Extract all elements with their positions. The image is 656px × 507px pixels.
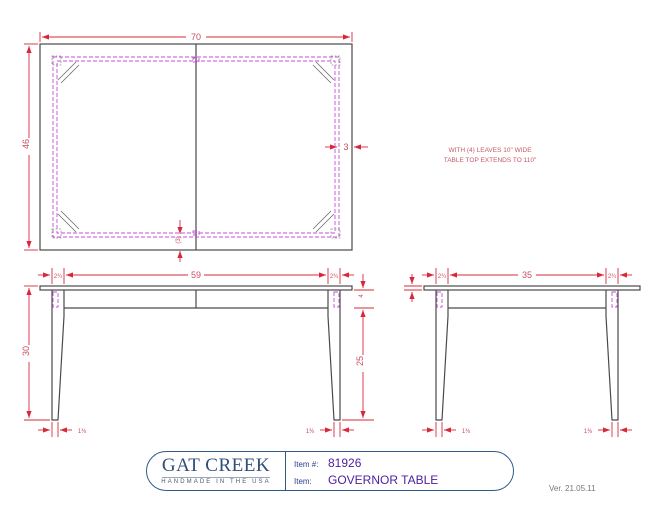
dim-side-foot-right: 1⅜ xyxy=(584,429,593,435)
side-view: 2¾ 35 2¾ 1⅜ 1⅜ xyxy=(404,268,641,437)
item-name-row: Item: GOVERNOR TABLE xyxy=(294,473,513,490)
dim-side-foot-left: 1⅜ xyxy=(462,429,471,435)
version-label: Ver. 21.05.11 xyxy=(549,484,596,493)
dim-apron-height: 4 xyxy=(359,294,365,298)
dim-side-between-legs: 35 xyxy=(522,270,532,280)
item-name-value: GOVERNOR TABLE xyxy=(328,473,439,487)
item-number-row: Item #: 81926 xyxy=(294,456,513,473)
dim-front-leg-left: 2¾ xyxy=(54,274,63,280)
dim-overall-length: 70 xyxy=(191,32,201,42)
dim-overall-width: 46 xyxy=(21,139,31,149)
top-view: 70 46 3 (3) xyxy=(21,32,368,262)
brand-tagline: HANDMADE IN THE USA xyxy=(161,479,271,485)
item-number-value: 81926 xyxy=(328,456,362,470)
dim-side-leg-right: 2¾ xyxy=(608,274,617,280)
dim-front-leg-right: 2¾ xyxy=(330,274,339,280)
brand-logo: GAT CREEK HANDMADE IN THE USA xyxy=(147,452,286,490)
title-block: GAT CREEK HANDMADE IN THE USA Item #: 81… xyxy=(146,451,514,491)
note-leaves: WITH (4) LEAVES 10" WIDE xyxy=(448,147,532,154)
dim-side-leg-left: 2¾ xyxy=(438,274,447,280)
dim-leg-below-apron: 25 xyxy=(355,356,365,366)
dim-apron-inset: 3 xyxy=(343,142,348,152)
dim-front-height: 30 xyxy=(21,346,31,356)
item-number-label: Item #: xyxy=(294,460,319,469)
logo-divider xyxy=(162,477,270,478)
item-info: Item #: 81926 Item: GOVERNOR TABLE xyxy=(286,452,513,490)
dim-apron-inset-reference: (3) xyxy=(176,236,182,243)
dim-front-foot-left: 1⅜ xyxy=(78,429,87,435)
front-view: 2¾ 59 2¾ 30 4 25 1⅜ 1⅜ xyxy=(21,268,374,437)
brand-name: GAT CREEK xyxy=(161,455,271,476)
note-extends: TABLE TOP EXTENDS TO 110" xyxy=(444,157,537,164)
dim-front-foot-right: 1⅜ xyxy=(306,429,315,435)
dim-front-between-legs: 59 xyxy=(191,270,201,280)
item-label: Item: xyxy=(294,477,312,486)
